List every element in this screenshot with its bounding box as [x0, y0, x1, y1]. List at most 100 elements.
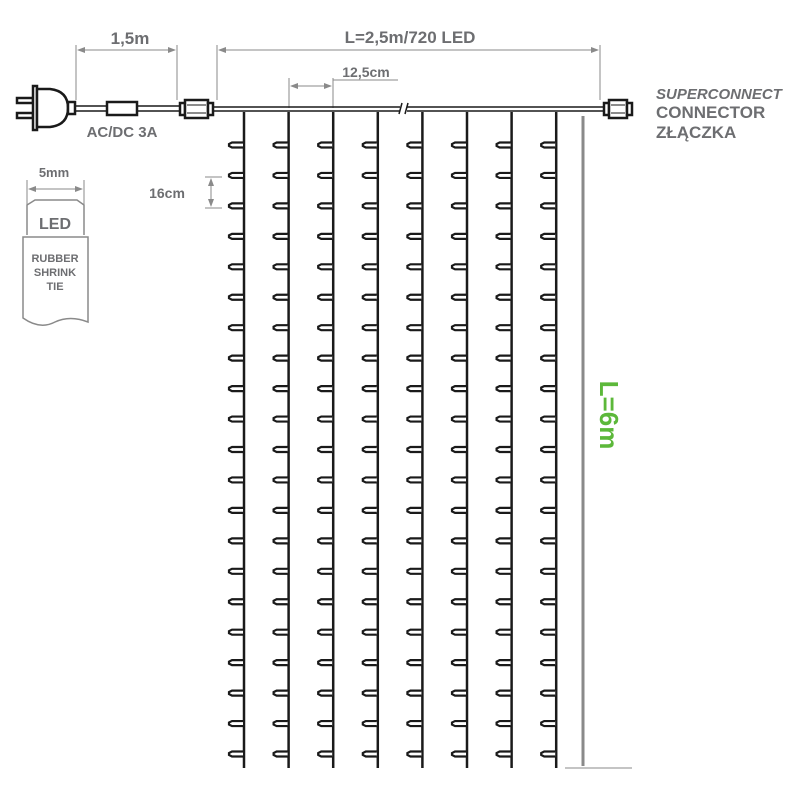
strand-spacing-dimension: 12,5cm — [288, 64, 398, 108]
tie-label-2: SHRINK — [34, 267, 76, 279]
led-bulb-icon — [227, 598, 243, 606]
led-detail: 5mm LED RUBBER SHRINK TIE — [22, 165, 89, 326]
led-bulb-icon — [406, 689, 422, 697]
led-bulb-icon — [540, 567, 556, 575]
led-bulb-icon — [495, 567, 511, 575]
led-bulb-icon — [540, 171, 556, 180]
led-bulb-icon — [272, 476, 288, 484]
led-bulb-icon — [317, 659, 333, 667]
led-bulb-icon — [361, 750, 377, 758]
tie-label-1: RUBBER — [31, 253, 78, 265]
led-bulb-icon — [317, 628, 333, 636]
led-bulb-icon — [495, 628, 511, 636]
led-bulb-icon — [227, 232, 243, 240]
led-bulb-icon — [406, 293, 422, 301]
led-bulb-icon — [227, 567, 243, 575]
led-bulb-icon — [450, 719, 466, 728]
led-bulb-icon — [540, 750, 556, 758]
led-bulb-icon — [272, 537, 288, 545]
led-bulb-icon — [227, 719, 243, 728]
led-bulb-icon — [272, 659, 288, 667]
led-bulb-icon — [227, 171, 243, 180]
led-bulb-icon — [450, 202, 466, 210]
led-bulb-icon — [406, 141, 422, 149]
led-bulb-icon — [540, 506, 556, 514]
led-bulb-icon — [361, 324, 377, 332]
feed-cable — [75, 98, 215, 120]
led-bulb-icon — [361, 385, 377, 393]
led-strand — [495, 112, 513, 768]
led-bulb-icon — [540, 659, 556, 667]
led-bulb-icon — [540, 537, 556, 545]
led-bulb-icon — [406, 628, 422, 636]
led-bulb-icon — [361, 689, 377, 697]
led-bulb-icon — [227, 628, 243, 636]
led-bulb-icon — [495, 324, 511, 332]
adapter-box — [105, 100, 139, 117]
led-bulb-icon — [540, 719, 556, 728]
led-bulb-icon — [361, 202, 377, 210]
led-bulb-icon — [495, 385, 511, 393]
led-bulb-icon — [540, 293, 556, 301]
led-bulb-icon — [495, 598, 511, 606]
led-bulb-icon — [450, 750, 466, 758]
led-bulb-icon — [540, 324, 556, 332]
led-bulb-icon — [227, 324, 243, 332]
led-bulb-icon — [495, 354, 511, 362]
led-bulb-icon — [450, 506, 466, 514]
led-bulb-icon — [317, 719, 333, 728]
led-bulb-icon — [540, 354, 556, 362]
led-bulb-icon — [361, 171, 377, 180]
end-connector-icon — [602, 98, 634, 120]
led-bulb-icon — [227, 293, 243, 301]
led-bulb-icon — [361, 719, 377, 728]
led-bulb-icon — [406, 567, 422, 575]
led-bulb-icon — [450, 689, 466, 697]
led-bulb-icon — [317, 141, 333, 149]
led-bulb-icon — [317, 598, 333, 606]
led-bulb-icon — [361, 628, 377, 636]
led-bulb-icon — [361, 506, 377, 514]
connector-brand: SUPERCONNECT — [656, 86, 784, 103]
led-bulb-icon — [317, 263, 333, 271]
led-bulb-icon — [450, 598, 466, 606]
led-bulb-icon — [227, 263, 243, 271]
led-bulb-icon — [495, 263, 511, 271]
led-bulb-icon — [272, 567, 288, 575]
led-bulb-icon — [540, 232, 556, 240]
height-label: L=6m — [594, 381, 624, 450]
led-bulb-icon — [540, 263, 556, 271]
led-bulb-icon — [406, 324, 422, 332]
led-bulb-icon — [272, 506, 288, 514]
led-bulb-icon — [495, 415, 511, 423]
led-bulb-icon — [272, 415, 288, 423]
height-dimension: L=6m — [565, 116, 632, 769]
led-bulb-icon — [361, 659, 377, 667]
led-bulb-icon — [495, 171, 511, 180]
led-bulb-icon — [227, 141, 243, 149]
led-strand — [317, 112, 335, 768]
led-bulb-icon — [317, 171, 333, 180]
led-bulb-icon — [317, 232, 333, 240]
led-strand — [540, 112, 558, 768]
main-cable — [213, 102, 604, 115]
led-strand — [406, 112, 424, 768]
led-bulb-icon — [361, 232, 377, 240]
led-bulb-icon — [361, 415, 377, 423]
led-bulb-icon — [450, 263, 466, 271]
led-bulb-icon — [272, 202, 288, 210]
led-strand — [272, 112, 290, 768]
led-strands — [227, 112, 558, 768]
width-dimension: L=2,5m/720 LED — [216, 28, 601, 100]
led-bulb-icon — [406, 659, 422, 667]
led-bulb-icon — [540, 202, 556, 210]
led-bulb-icon — [450, 293, 466, 301]
led-bulb-icon — [361, 293, 377, 301]
led-bulb-icon — [495, 659, 511, 667]
led-spacing-dimension: 16cm — [149, 176, 222, 209]
led-bulb-icon — [361, 141, 377, 149]
led-bulb-icon — [272, 750, 288, 758]
led-bulb-icon — [272, 141, 288, 149]
led-bulb-icon — [272, 324, 288, 332]
